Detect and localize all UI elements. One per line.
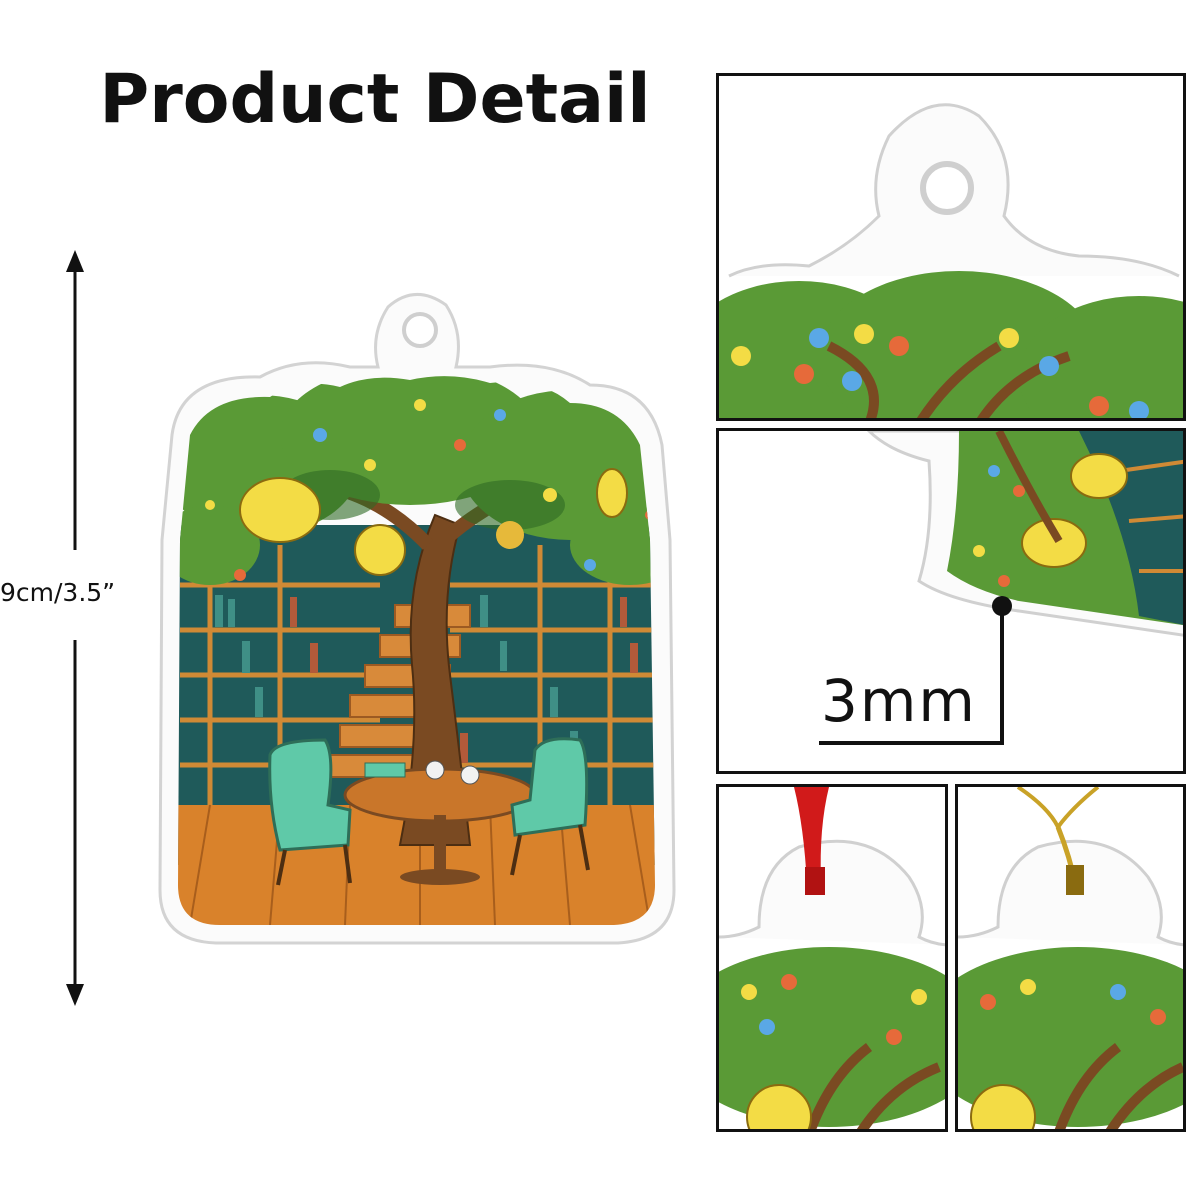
dimension-arrow (66, 250, 84, 1006)
detail-panel-thickness: 3mm (716, 428, 1186, 774)
detail-panel-hanger (716, 73, 1186, 421)
detail-panel-gold-cord (955, 784, 1186, 1132)
ornament-image (158, 293, 676, 945)
page-title: Product Detail (99, 60, 651, 139)
red-ribbon-detail-image (719, 787, 945, 1129)
gold-cord-detail-image (958, 787, 1183, 1129)
thickness-detail-image (819, 431, 1183, 745)
detail-panel-red-ribbon (716, 784, 948, 1132)
dimension-label: 9cm/3.5” (0, 578, 116, 607)
hanger-detail-image (719, 103, 1183, 418)
thickness-label: 3mm (821, 667, 977, 735)
